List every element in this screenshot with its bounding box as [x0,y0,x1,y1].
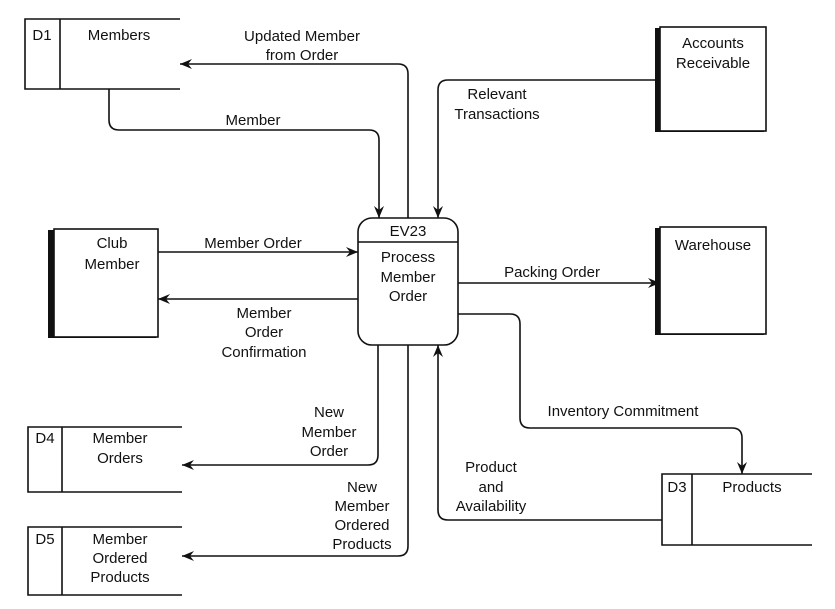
entity-name-line: Accounts [682,35,744,52]
store-id: D4 [35,430,54,447]
flow-label: Inventory Commitment [548,403,700,420]
flow-label-line: Confirmation [221,344,306,361]
process-name-line: Member [380,269,435,286]
flow-label-line: Member [236,305,291,322]
flow-label-line: Availability [456,498,527,515]
flow-label-line: Updated Member [244,28,360,45]
store-name-line: Member [92,531,147,548]
data-store-member-ordered-products[interactable]: D5 Member Ordered Products [27,526,182,596]
store-id: D5 [35,531,54,548]
data-store-member-orders[interactable]: D4 Member Orders [27,426,182,493]
store-id: D3 [667,479,686,496]
store-id: D1 [32,27,51,44]
flow-label-line: and [478,479,503,496]
flow-new-member-order[interactable]: New Member Order [182,345,379,470]
flow-member[interactable]: Member [108,89,384,218]
flow-relevant-transactions[interactable]: Relevant Transactions [433,79,660,218]
flow-label-line: Member [301,424,356,441]
external-entity-club-member[interactable]: Club Member [48,228,159,338]
flow-label-line: Order [310,443,348,460]
flow-label-line: New [347,479,377,496]
flow-inventory-commitment[interactable]: Inventory Commitment [458,313,747,474]
flow-label-line: from Order [266,47,339,64]
flow-member-order-confirmation[interactable]: Member Order Confirmation [158,294,358,361]
process-ev23[interactable]: EV23 Process Member Order [357,217,459,346]
flow-label-line: Ordered [334,517,389,534]
data-store-products[interactable]: D3 Products [661,473,812,546]
process-name-line: Order [389,288,427,305]
entity-name-line: Club [97,235,128,252]
store-name: Members [88,27,151,44]
entity-name: Warehouse [675,237,751,254]
store-name-line: Ordered [92,550,147,567]
flow-label-line: Relevant [467,86,527,103]
flow-label: Member [225,112,280,129]
store-name-line: Orders [97,450,143,467]
flow-packing-order[interactable]: Packing Order [458,264,660,288]
flow-new-member-ordered-products[interactable]: New Member Ordered Products [182,345,409,561]
entity-name-line: Member [84,256,139,273]
flow-label: Member Order [204,235,302,252]
external-entity-warehouse[interactable]: Warehouse [655,226,767,335]
flow-label: Packing Order [504,264,600,281]
flow-label-line: Transactions [454,106,539,123]
flow-product-and-availability[interactable]: Product and Availability [433,345,662,521]
flow-label-line: New [314,404,344,421]
process-name-line: Process [381,249,435,266]
store-name: Products [722,479,781,496]
store-name-line: Member [92,430,147,447]
flow-label-line: Products [332,536,391,553]
process-id: EV23 [390,223,427,240]
data-store-members[interactable]: D1 Members [24,18,180,90]
flow-label-line: Order [245,324,283,341]
entity-name-line: Receivable [676,55,750,72]
flow-label-line: Product [465,459,518,476]
external-entity-accounts-receivable[interactable]: Accounts Receivable [655,26,767,132]
flow-label-line: Member [334,498,389,515]
store-name-line: Products [90,569,149,586]
flow-member-order[interactable]: Member Order [158,235,358,257]
flow-updated-member-from-order[interactable]: Updated Member from Order [180,28,409,218]
